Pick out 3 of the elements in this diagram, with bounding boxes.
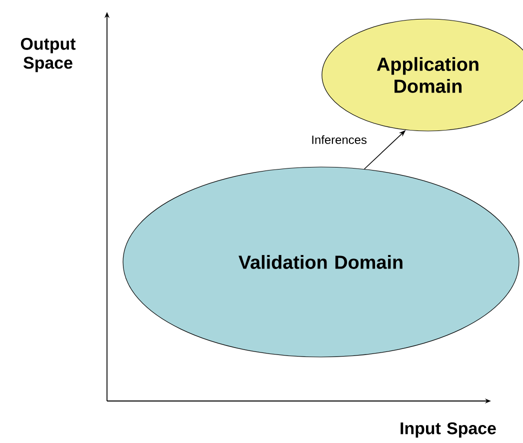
axis-label: Input Space [400,422,496,438]
edge-label: Inferences [312,135,367,144]
axis-label: Output Space [20,38,76,72]
